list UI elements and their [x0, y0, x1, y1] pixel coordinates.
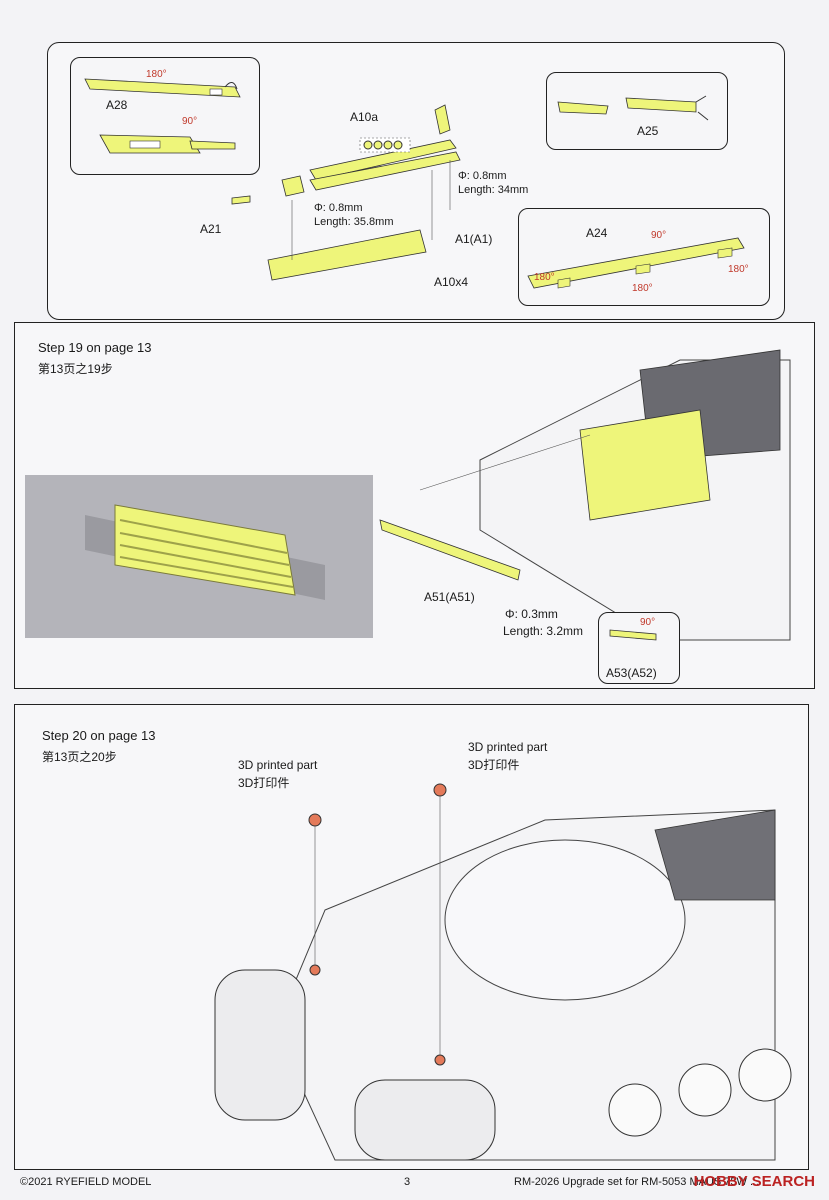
footer-page-number: 3	[404, 1176, 411, 1188]
a24-angle-right: 180°	[728, 264, 749, 275]
part-a21-label: A21	[200, 222, 222, 236]
box-a53	[598, 612, 680, 684]
angle-90-label: 90°	[182, 116, 198, 127]
wire2-diameter: Φ: 0.8mm	[314, 202, 363, 214]
printed-part-note1-en: 3D printed part	[238, 758, 318, 772]
part-a10a-label: A10a	[350, 110, 379, 124]
footer-product: RM-2026 Upgrade set for RM-5053 MAUS 75W…	[514, 1176, 760, 1188]
a25-drawing	[557, 95, 709, 121]
step20-subtitle: 第13页之20步	[42, 750, 117, 764]
part-a51-label: A51(A51)	[424, 590, 475, 604]
step19-wire-diameter: Φ: 0.3mm	[505, 607, 558, 621]
a53-angle: 90°	[640, 617, 656, 628]
a24-angle-left: 180°	[534, 272, 555, 283]
wire1-length: Length: 34mm	[458, 184, 529, 196]
step20-title: Step 20 on page 13	[42, 728, 156, 743]
step19-title: Step 19 on page 13	[38, 340, 152, 355]
footer-copyright: ©2021 RYEFIELD MODEL	[20, 1176, 152, 1188]
a53-drawing	[609, 629, 657, 641]
step19-subtitle: 第13页之19步	[38, 362, 113, 376]
a24-angle-top: 90°	[651, 230, 667, 241]
step19-tank-drawing	[379, 349, 791, 641]
a28-drawing	[84, 78, 241, 154]
step20-tank-drawing	[214, 783, 792, 1161]
part-a10x4-label: A10x4	[434, 275, 469, 289]
part-a53-label: A53(A52)	[606, 666, 657, 680]
box-a28	[70, 57, 260, 175]
angle-180-label: 180°	[146, 69, 167, 80]
step19-wire-length: Length: 3.2mm	[503, 624, 584, 638]
part-a25-label: A25	[637, 124, 659, 138]
wire2-length: Length: 35.8mm	[314, 216, 394, 228]
part-a24-label: A24	[586, 226, 608, 240]
a24-angle-mid: 180°	[632, 283, 653, 294]
watermark-logo: HOBBY SEARCH	[693, 1173, 815, 1190]
a24-drawing	[527, 237, 745, 289]
printed-part-note2-en: 3D printed part	[468, 740, 548, 754]
part-a28-label: A28	[106, 98, 128, 112]
part-a1-label: A1(A1)	[455, 232, 493, 246]
wire1-diameter: Φ: 0.8mm	[458, 170, 507, 182]
printed-part-note1-cn: 3D打印件	[238, 776, 290, 790]
a10a-assembly-drawing	[231, 104, 461, 281]
printed-part-note2-cn: 3D打印件	[468, 758, 520, 772]
step19-photo-render	[25, 475, 373, 638]
